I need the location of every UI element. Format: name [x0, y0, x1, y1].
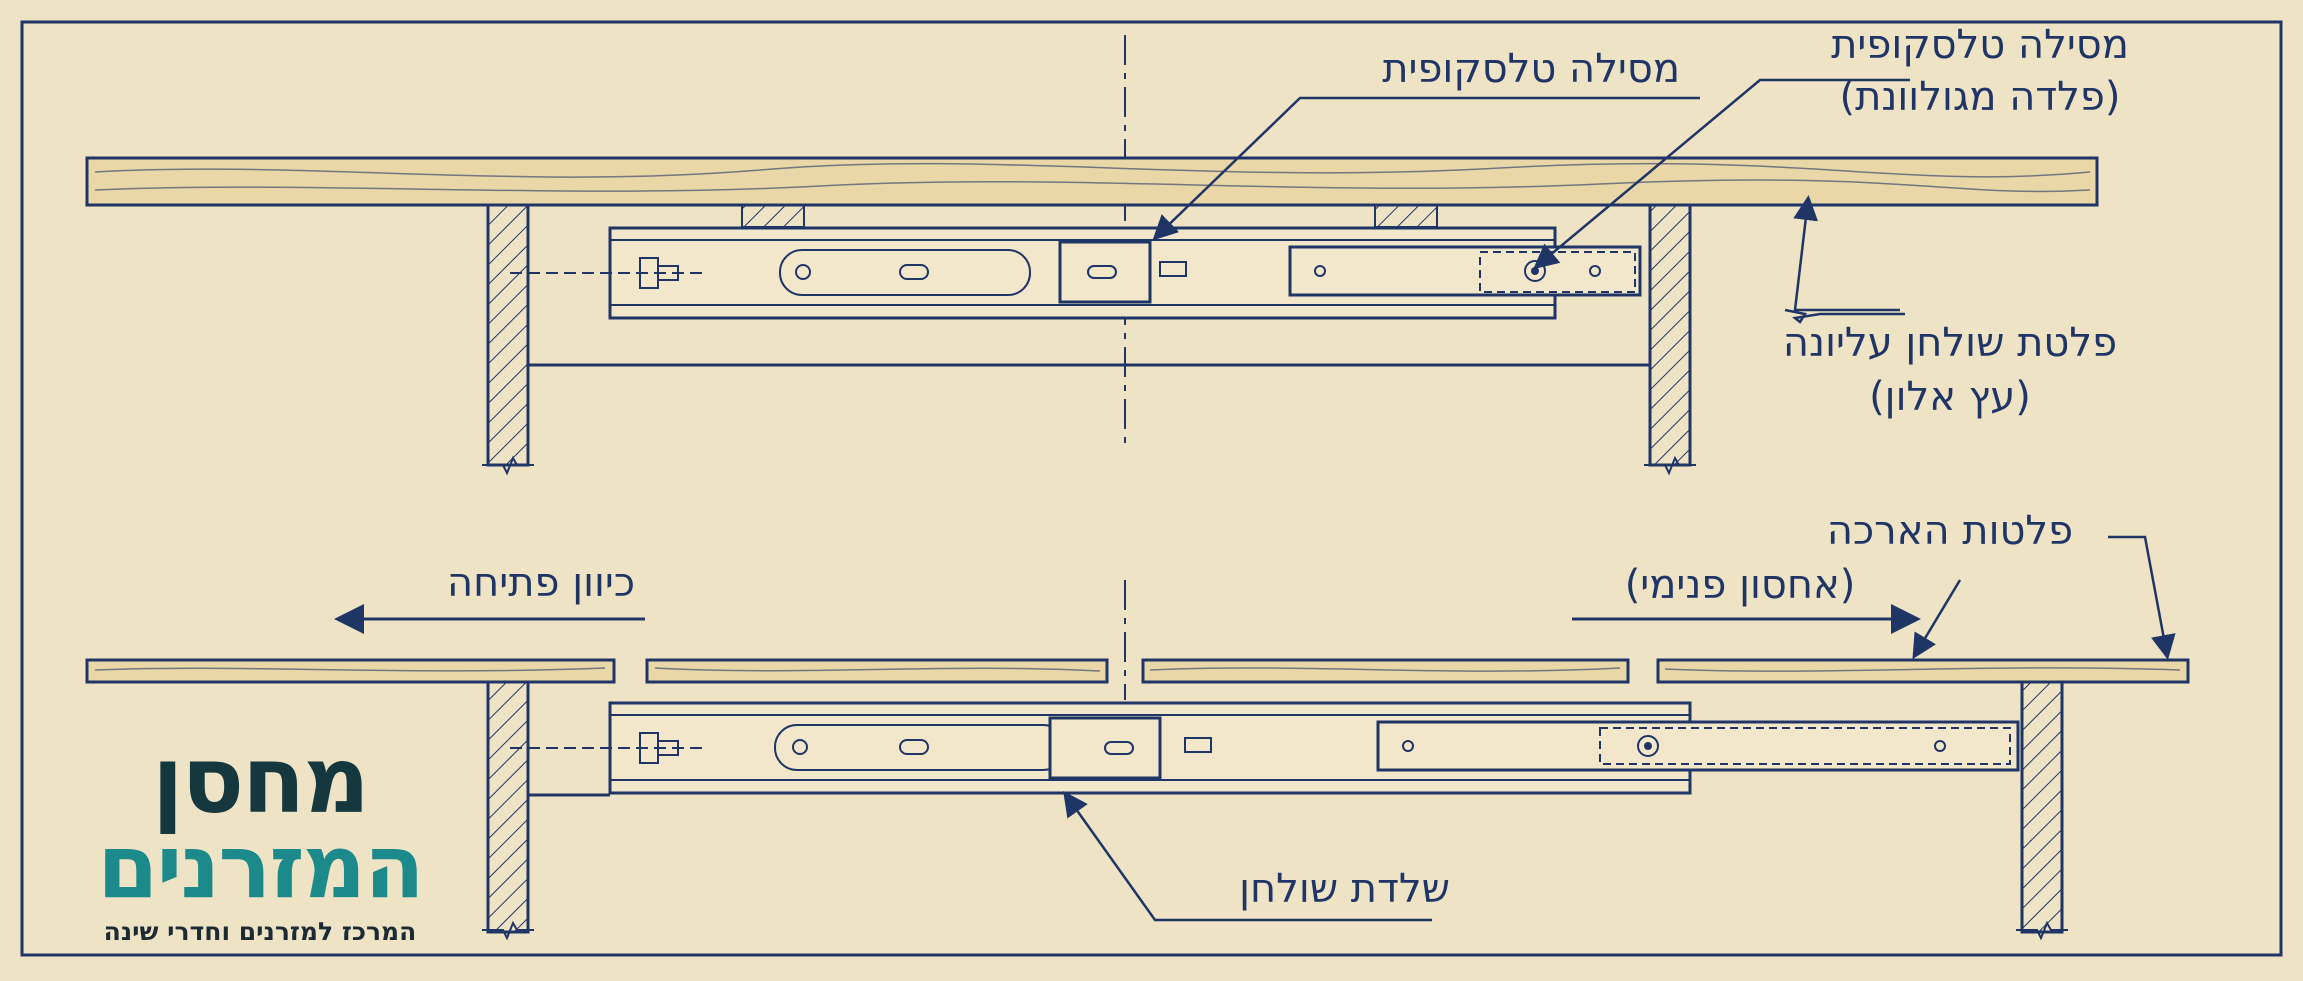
- leader-rail-center: [1152, 96, 1700, 241]
- spacer-block: [741, 204, 805, 228]
- label-tabletop-material: (עץ אלון): [1869, 374, 2031, 420]
- tabletop-half-right: [1656, 658, 2190, 684]
- tabletop-half-left: [85, 658, 616, 684]
- frame-border: [20, 20, 2283, 957]
- brand-logo: מחסן המזרנים המרכז למזרנים וחדרי שינה: [50, 727, 470, 947]
- label-rail-right-title: מסילה טלסקופית: [1831, 22, 2129, 68]
- label-extension-title: פלטות הארכה: [1826, 508, 2074, 554]
- slide-closed: [510, 226, 1642, 320]
- spacer-block: [1374, 204, 1438, 228]
- leg-left-top: [482, 203, 534, 476]
- label-extension-storage: (אחסון פנימי): [1624, 562, 1856, 608]
- logo-line2: המזרנים: [97, 815, 424, 918]
- slide-extended: [510, 701, 2020, 795]
- tabletop-closed: [85, 156, 2099, 207]
- leader-rail-right: [1533, 78, 1910, 270]
- top-assembly: [85, 156, 2099, 476]
- logo-line1: מחסן: [152, 727, 370, 834]
- leg-right-bottom: [2016, 680, 2068, 941]
- leader-frame: [1063, 790, 1432, 922]
- leader-extension-right: [2108, 535, 2176, 660]
- label-rail-right-material: (פלדה מגולוונת): [1839, 74, 2121, 120]
- leg-right-top: [1644, 203, 1696, 476]
- leader-extension-left: [1912, 579, 1962, 660]
- extension-board-right: [1141, 658, 1630, 684]
- label-open-direction: כיוון פתיחה: [447, 560, 635, 606]
- extension-board-left: [645, 658, 1109, 684]
- label-rail-center: מסילה טלסקופית: [1382, 46, 1680, 92]
- leader-lines: [1063, 78, 2176, 922]
- label-tabletop-title: פלטת שולחן עליונה: [1782, 320, 2118, 366]
- bottom-assembly: [85, 604, 2190, 941]
- label-table-frame: שלדת שולחן: [1239, 866, 1450, 912]
- logo-tagline: המרכז למזרנים וחדרי שינה: [103, 917, 417, 946]
- leg-left-bottom: [482, 680, 534, 941]
- leader-tabletop: [1785, 200, 1905, 324]
